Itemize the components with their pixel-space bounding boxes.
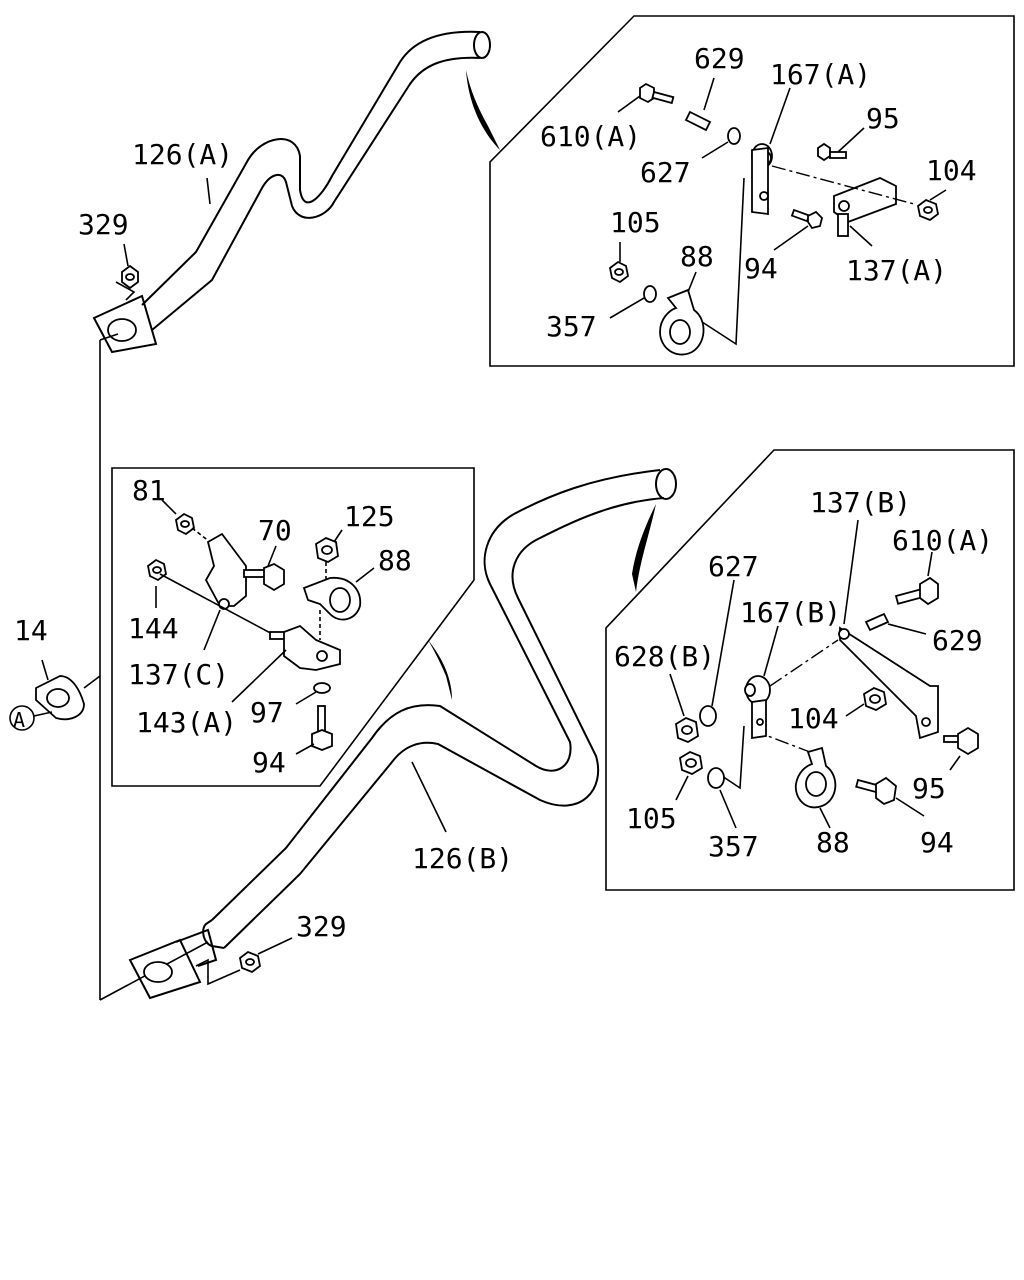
washer-97-icon <box>313 682 331 694</box>
bracket-137a-icon <box>833 177 897 237</box>
label-357-right: 357 <box>708 830 759 863</box>
nut-329-top-icon <box>121 264 139 290</box>
detail-frame-middle <box>111 467 475 787</box>
label-143a: 143(A) <box>136 706 237 739</box>
label-104-top: 104 <box>926 154 977 187</box>
detail-frame-right <box>605 449 1015 891</box>
label-627-right: 627 <box>708 550 759 583</box>
clamp-88-top-icon <box>659 288 705 356</box>
label-125: 125 <box>344 500 395 533</box>
label-167b: 167(B) <box>740 596 841 629</box>
clamp-88-middle-icon <box>302 577 362 621</box>
bolt-95-top-icon <box>817 142 847 162</box>
label-95-right: 95 <box>912 772 946 805</box>
bracket-137b-icon <box>838 626 939 740</box>
label-627-top: 627 <box>640 156 691 189</box>
label-137b: 137(B) <box>810 486 911 519</box>
bolt-94-middle-icon <box>311 705 333 751</box>
arrow-right-icon <box>632 504 656 592</box>
plate-top-icon <box>751 146 769 216</box>
pin-629-right-icon <box>864 612 890 632</box>
bolt-94-right-icon <box>855 776 897 806</box>
washer-357-top-icon <box>643 285 657 303</box>
nut-144-icon <box>147 558 167 582</box>
label-137c: 137(C) <box>128 658 229 691</box>
label-357-top: 357 <box>546 310 597 343</box>
nut-81-icon <box>175 512 195 536</box>
label-70: 70 <box>258 514 292 547</box>
label-126b: 126(B) <box>412 842 513 875</box>
washer-357-right-icon <box>707 767 725 789</box>
label-94-top: 94 <box>744 252 778 285</box>
label-95-top: 95 <box>866 102 900 135</box>
gasket-14-icon <box>35 675 85 721</box>
bolt-94-top-icon <box>790 208 823 230</box>
label-105-top: 105 <box>610 206 661 239</box>
label-94-middle: 94 <box>252 746 286 779</box>
nut-628b-icon <box>675 716 699 744</box>
label-14: 14 <box>14 614 48 647</box>
pin-629-top-icon <box>684 110 712 132</box>
label-81: 81 <box>132 474 166 507</box>
rubber-mount-143a-icon <box>269 624 341 671</box>
nut-105-right-icon <box>679 750 703 776</box>
label-a: A <box>13 708 25 732</box>
label-94-right: 94 <box>920 826 954 859</box>
label-137a: 137(A) <box>846 254 947 287</box>
label-88-top: 88 <box>680 240 714 273</box>
label-105-right: 105 <box>626 802 677 835</box>
label-104-right: 104 <box>788 702 839 735</box>
bolt-70-icon <box>243 562 285 592</box>
nut-125-icon <box>315 536 339 564</box>
nut-104-right-icon <box>863 686 887 712</box>
label-629-right: 629 <box>932 624 983 657</box>
label-629-top: 629 <box>694 42 745 75</box>
bracket-137c-icon <box>204 532 247 610</box>
pipe-126b <box>128 468 677 1000</box>
washer-627-top-icon <box>727 127 741 145</box>
label-88-middle: 88 <box>378 544 412 577</box>
label-610a-right: 610(A) <box>892 524 993 557</box>
nut-105-top-icon <box>609 260 629 284</box>
nut-329-bottom-icon <box>239 950 261 974</box>
plate-right-icon <box>751 698 767 740</box>
label-628b: 628(B) <box>614 640 715 673</box>
detail-frame-top <box>489 15 1015 367</box>
label-144: 144 <box>128 612 179 645</box>
label-88-right: 88 <box>816 826 850 859</box>
bushing-167b-icon <box>744 675 771 705</box>
label-329-bottom: 329 <box>296 910 347 943</box>
pipe-126a <box>92 30 491 354</box>
arrow-middle-icon <box>428 640 452 700</box>
label-167a: 167(A) <box>770 58 871 91</box>
bolt-95-right-icon <box>943 726 979 756</box>
bolt-610a-right-icon <box>894 576 939 606</box>
label-610a-top: 610(A) <box>540 120 641 153</box>
clamp-88-right-icon <box>794 746 837 809</box>
bolt-610a-top-icon <box>639 82 675 105</box>
label-126a: 126(A) <box>132 138 233 171</box>
nut-104-top-icon <box>917 198 939 222</box>
washer-627-right-icon <box>699 705 717 727</box>
arrow-top-icon <box>466 70 500 150</box>
label-97: 97 <box>250 696 284 729</box>
reference-a-marker <box>9 705 35 731</box>
label-329-top: 329 <box>78 208 129 241</box>
